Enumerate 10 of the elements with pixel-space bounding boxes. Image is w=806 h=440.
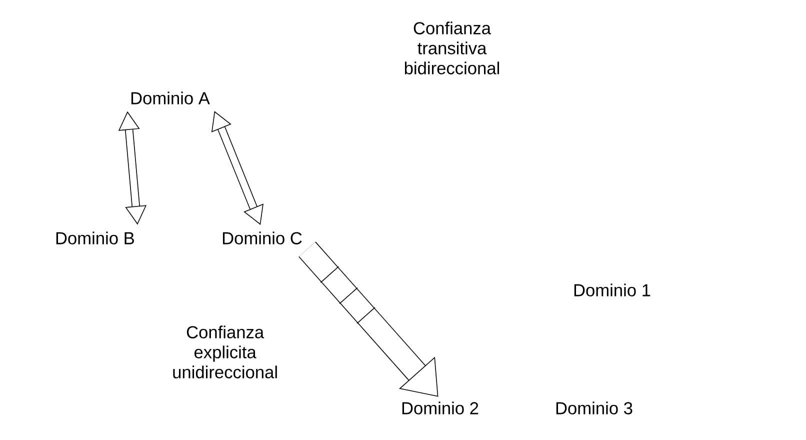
domain-label: Dominio 1: [574, 284, 650, 296]
hollow-arrow: [298, 242, 438, 397]
trust-label: Confianza explicita unidireccional: [173, 326, 277, 378]
domain-label: Dominio B: [56, 232, 134, 244]
hollow-arrow: [211, 111, 264, 225]
domain-label: Dominio A: [131, 92, 210, 104]
domain-label: Dominio C: [222, 232, 302, 244]
trust-label: Confianza transitiva bidireccional: [404, 22, 499, 74]
domain-label: Dominio 3: [556, 402, 632, 414]
domain-label: Dominio 2: [402, 402, 478, 414]
